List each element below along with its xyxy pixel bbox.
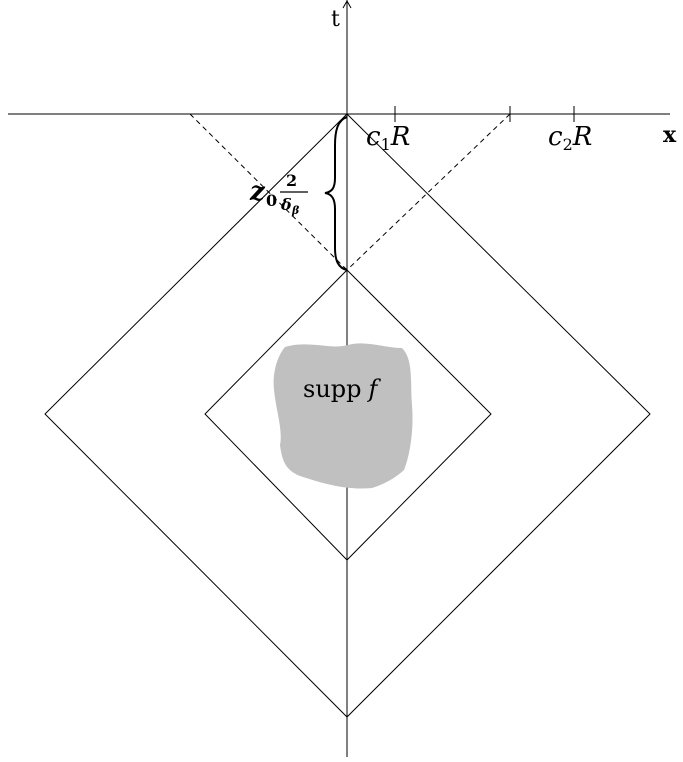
dashed-line-right [346, 113, 511, 271]
outer-diamond [44, 113, 651, 718]
t-axis-label: t [331, 7, 340, 32]
t-axis-arrow-icon [342, 0, 352, 9]
support-region [273, 343, 413, 489]
brace-label-numerator: 2 [286, 171, 297, 190]
brace-label: z 0 2 δ β [249, 171, 308, 217]
brace-icon [324, 116, 348, 271]
x-axis-label: x [663, 122, 677, 148]
inner-diamond [204, 269, 492, 561]
brace-label-denominator-sub: β [291, 204, 300, 217]
tick-label-c1R: c1R [366, 122, 410, 154]
brace-label-denominator: δ [280, 195, 292, 214]
brace-label-z-sub: 0 [266, 191, 277, 210]
tick-label-c2R: c2R [548, 122, 592, 154]
brace-label-z: z [249, 177, 266, 207]
